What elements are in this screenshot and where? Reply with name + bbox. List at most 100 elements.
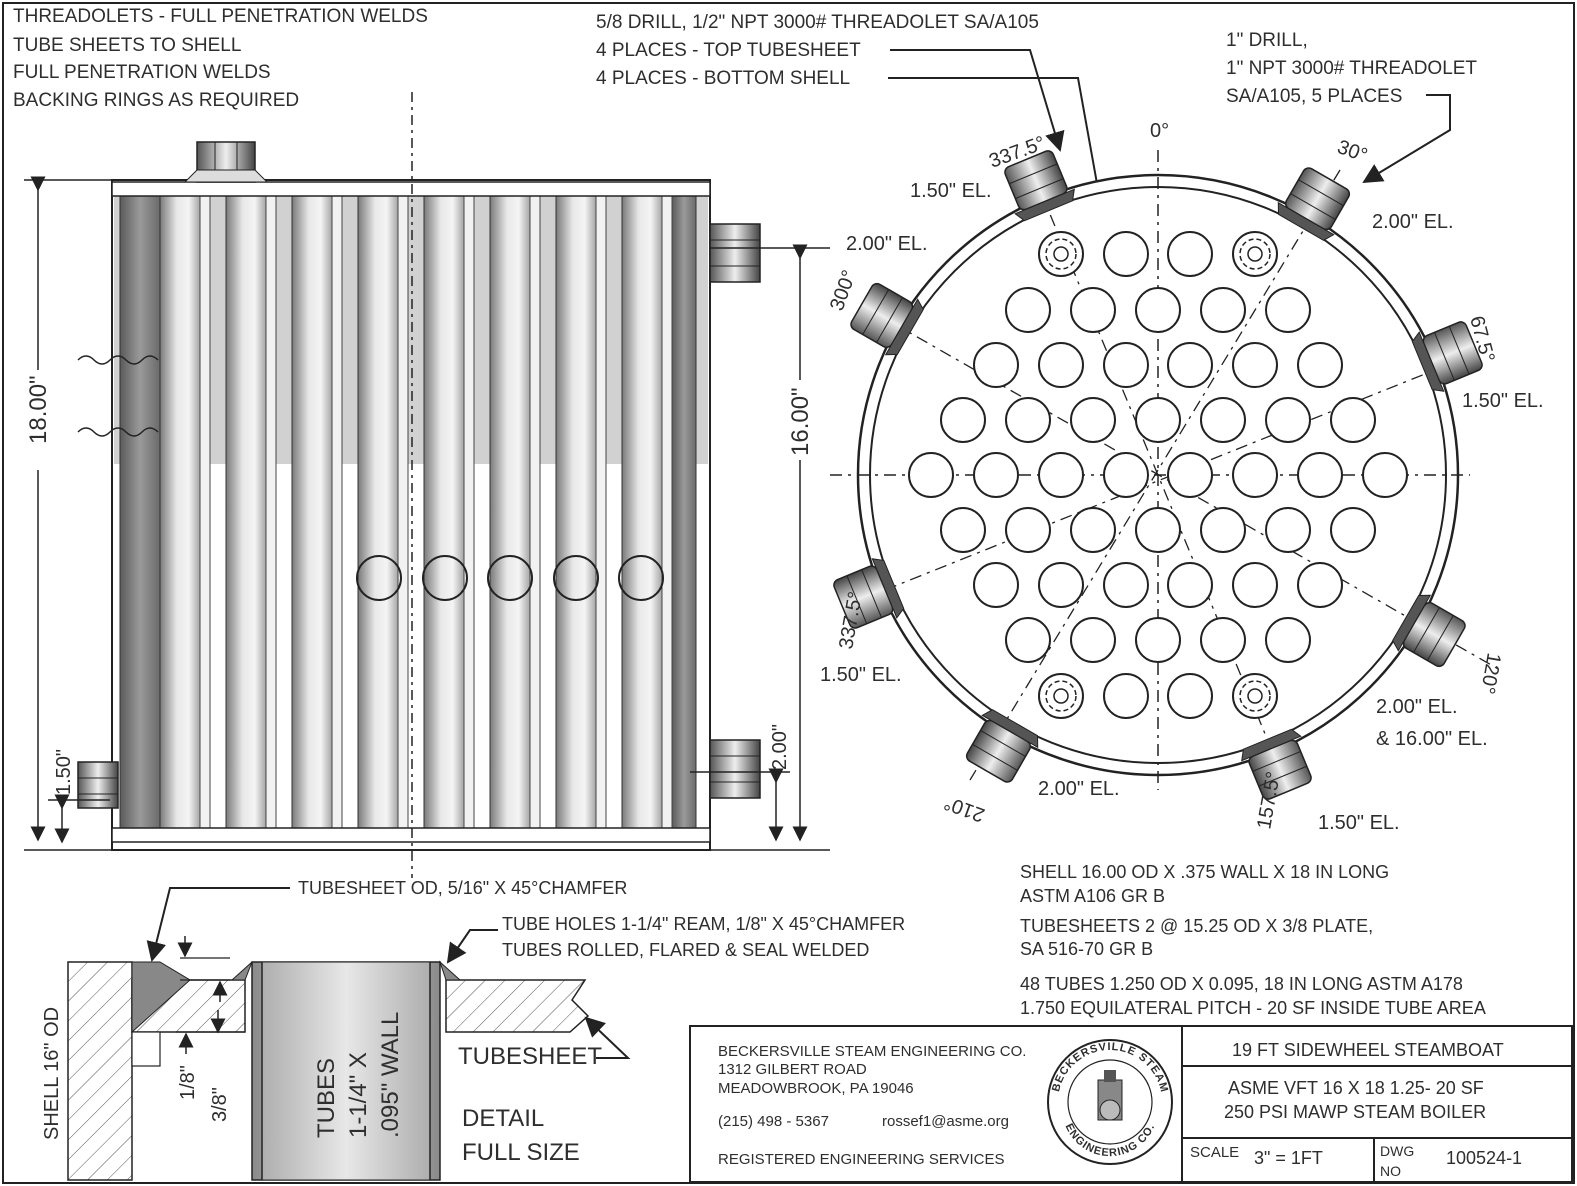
right-fitting-upper (709, 223, 761, 283)
dim-1-5-label: 1.50" (53, 749, 75, 795)
detail-chamfer-note: TUBESHEET OD, 5/16" X 45°CHAMFER (298, 878, 627, 898)
end-tube-hole (1362, 452, 1408, 498)
end-tube-hole (1070, 617, 1116, 663)
tb-project: 19 FT SIDEWHEEL STEAMBOAT (1232, 1040, 1504, 1060)
side-tube-gap (595, 195, 607, 829)
threadolet-hole (1045, 238, 1077, 270)
angle-30: 30° (1334, 136, 1370, 167)
top-fitting (183, 141, 269, 183)
detail-tube (251, 961, 441, 1181)
tb-desc-1: ASME VFT 16 X 18 1.25- 20 SF (1228, 1078, 1484, 1098)
angle-120: 120° (1476, 651, 1505, 696)
tb-company: BECKERSVILLE STEAM ENGINEERING CO. (718, 1043, 1026, 1060)
detail-tube-bore (262, 962, 430, 1180)
angle-210: 210° (941, 791, 987, 826)
end-tube-hole (1038, 452, 1084, 498)
tb-address-2: MEADOWBROOK, PA 19046 (718, 1080, 914, 1097)
el-67: 1.50" EL. (1462, 390, 1544, 412)
side-tube-holes (356, 555, 664, 601)
dim-16: 16.00" (710, 244, 830, 851)
end-tube-hole (1103, 342, 1149, 388)
side-view: 18.00" 16.00" 2.00" 1.50" (24, 92, 830, 878)
end-tube-hole (1167, 342, 1213, 388)
note-tube-sheets: TUBE SHEETS TO SHELL (13, 35, 241, 56)
end-tube-hole (1005, 397, 1051, 443)
end-tube-hole (1330, 397, 1376, 443)
detail-title: DETAIL (462, 1105, 544, 1132)
end-tube-hole (1167, 452, 1213, 498)
title-block: BECKERSVILLE STEAM ENGINEERING CO. 1312 … (689, 1025, 1573, 1183)
end-tube-hole (1297, 562, 1343, 608)
el-337-top: 1.50" EL. (910, 180, 992, 202)
leader-tube-holes (446, 929, 498, 964)
break-line-1 (77, 355, 159, 365)
tb-dwg-no: 100524-1 (1446, 1148, 1522, 1168)
detail-shell-wall (67, 961, 133, 1181)
el-120-a: 2.00" EL. (1376, 696, 1458, 718)
shell-nozzle (833, 558, 905, 629)
end-tube-hole (1200, 287, 1246, 333)
end-tube-hole (940, 397, 986, 443)
shell-shading-upper (114, 182, 708, 464)
diag-centerline-3 (1039, 189, 1281, 771)
note-npt-1: 1" NPT 3000# THREADOLET (1226, 58, 1477, 79)
tb-address-1: 1312 GILBERT ROAD (718, 1061, 867, 1078)
shell-nozzle (850, 282, 924, 356)
end-tube-hole (973, 452, 1019, 498)
angle-0: 0° (1150, 120, 1169, 142)
end-tube-hole (1038, 342, 1084, 388)
spec-tubesheets: TUBESHEETS 2 @ 15.25 OD X 3/8 PLATE, (1020, 916, 1373, 936)
note-5-places: SA/A105, 5 PLACES (1226, 86, 1402, 107)
spec-shell-grade: ASTM A106 GR B (1020, 886, 1165, 906)
dim-18: 18.00" (24, 176, 112, 851)
shell-wall-left (119, 195, 161, 833)
side-tube-gap (463, 195, 475, 829)
detail-tubesheet-label: TUBESHEET (458, 1043, 602, 1070)
detail-tube-holes-1: TUBE HOLES 1-1/4" REAM, 1/8" X 45°CHAMFE… (502, 914, 905, 934)
end-tube-hole (1038, 673, 1084, 719)
end-tube-hole (1135, 287, 1181, 333)
detail-weld-tube-right (438, 960, 462, 981)
leader-tubesheet (584, 1016, 631, 1059)
leader-threadolet (1362, 94, 1451, 184)
tb-desc-2: 250 PSI MAWP STEAM BOILER (1224, 1102, 1486, 1122)
el-210: 2.00" EL. (1038, 778, 1120, 800)
end-tube-hole (1167, 562, 1213, 608)
spec-shell: SHELL 16.00 OD X .375 WALL X 18 IN LONG (1020, 862, 1389, 882)
break-line-2 (77, 427, 159, 437)
dim-16-label: 16.00" (787, 387, 814, 456)
end-tube-hole (1135, 507, 1181, 553)
end-tube-hole (1265, 287, 1311, 333)
shell-nozzle (1004, 150, 1075, 222)
end-tube-hole (1232, 452, 1278, 498)
threadolet-hole-inner (1247, 246, 1263, 262)
leader-bottom-shell (888, 77, 1112, 230)
threadolet-hole (1239, 680, 1271, 712)
detail-scale: FULL SIZE (462, 1139, 580, 1166)
note-full-pen: FULL PENETRATION WELDS (13, 62, 271, 83)
note-4-places-bottom: 4 PLACES - BOTTOM SHELL (596, 68, 850, 89)
end-tube-hole (1070, 397, 1116, 443)
end-tube-hole (1265, 617, 1311, 663)
leader-top-tubesheet (890, 49, 1065, 152)
end-tube-hole (1038, 231, 1084, 277)
end-tube-hole (1200, 397, 1246, 443)
end-tube-hole (1167, 673, 1213, 719)
end-tube-hole (940, 507, 986, 553)
threadolet-hole (1239, 238, 1271, 270)
threadolet-hole-inner (1053, 688, 1069, 704)
spec-tubes: 48 TUBES 1.250 OD X 0.095, 18 IN LONG AS… (1020, 974, 1463, 994)
side-tube-gap (529, 195, 541, 829)
el-337-low: 1.50" EL. (820, 664, 902, 686)
diag-centerline-2 (969, 169, 1341, 781)
end-tube-hole (1005, 507, 1051, 553)
note-drill-5-8: 5/8 DRILL, 1/2" NPT 3000# THREADOLET SA/… (596, 12, 1039, 33)
leader-chamfer (146, 887, 290, 962)
shell-wall-right (671, 195, 697, 833)
top-left-notes: THREADOLETS - FULL PENETRATION WELDS TUB… (13, 6, 428, 111)
end-tube-hole (1070, 287, 1116, 333)
detail-tubes-3: .095" WALL (377, 1012, 404, 1138)
bottom-tubesheet (111, 827, 711, 843)
side-tube-gap (661, 195, 673, 829)
